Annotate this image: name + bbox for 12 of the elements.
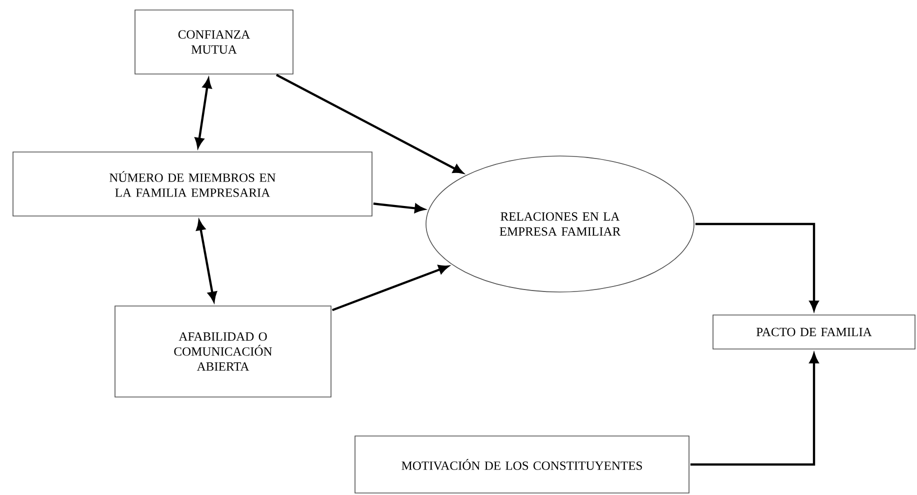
arrow — [332, 265, 449, 312]
concept-box: MOTIVACIÓN DE LOS CONSTITUYENTES — [354, 436, 690, 494]
arrow — [276, 74, 464, 174]
arrow — [194, 78, 212, 148]
concept-box: AFABILIDAD O COMUNICACIÓN ABIERTA — [114, 306, 332, 398]
arrow — [373, 202, 425, 213]
concept-box: PACTO DE FAMILIA — [712, 314, 916, 350]
concept-box: NÚMERO DE MIEMBROS EN LA FAMILIA EMPRESARIA — [12, 152, 372, 216]
arrow — [196, 220, 217, 302]
arrow — [695, 222, 819, 311]
arrow — [690, 353, 819, 466]
concept-box: CONFIANZA MUTUA — [134, 10, 294, 74]
